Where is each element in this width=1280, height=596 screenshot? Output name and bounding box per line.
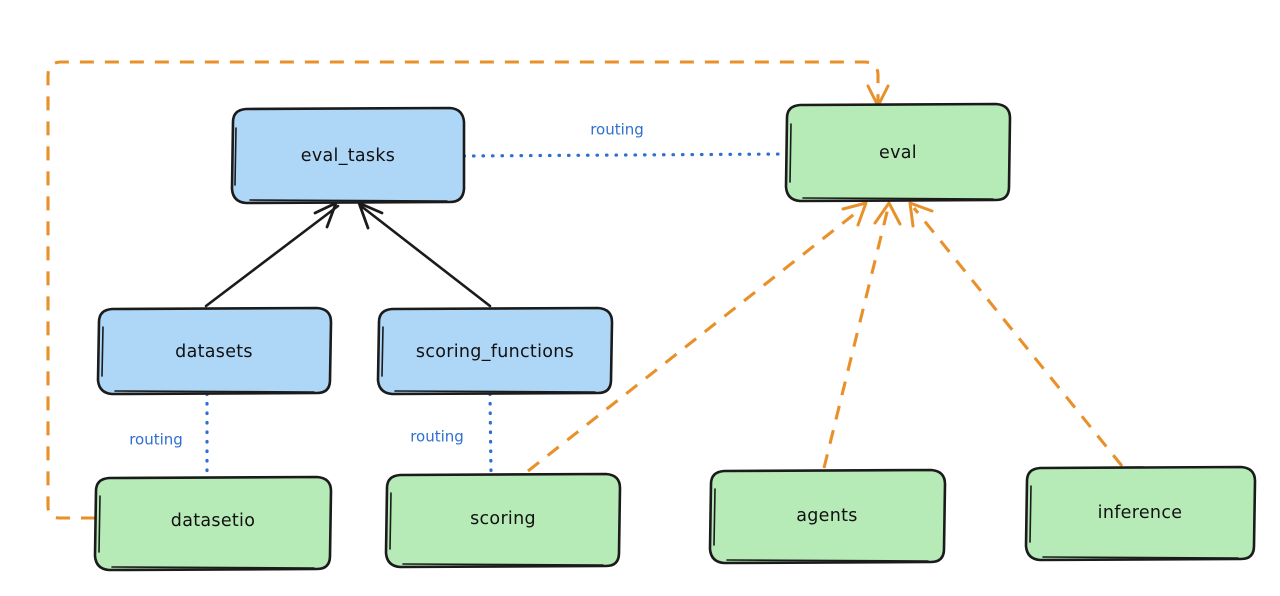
edge-label-routing-top: routing	[590, 121, 644, 139]
node-label-datasets: datasets	[175, 342, 253, 362]
edge-datasets-evaltasks[interactable]	[204, 201, 340, 308]
edge-inference-eval[interactable]	[908, 201, 1124, 467]
node-label-scoring_functions: scoring_functions	[416, 342, 574, 362]
node-scoring_functions[interactable]: scoring_functions	[376, 306, 614, 396]
dependency-edges	[46, 60, 1124, 520]
node-scoring[interactable]: scoring	[384, 472, 622, 569]
node-label-eval: eval	[879, 143, 917, 163]
edge-scoringfunctions-scoring[interactable]	[488, 392, 493, 475]
node-eval[interactable]: eval	[784, 102, 1012, 203]
nodes: eval_tasks eval datasets scor	[93, 102, 1257, 572]
node-eval_tasks[interactable]: eval_tasks	[230, 106, 466, 205]
node-label-datasetio: datasetio	[171, 511, 255, 531]
edge-scoringfunctions-evaltasks[interactable]	[357, 201, 492, 308]
inherit-edges	[204, 201, 492, 308]
edge-label-routing-left: routing	[129, 431, 183, 449]
edge-evaltasks-eval[interactable]	[462, 152, 788, 158]
node-label-inference: inference	[1098, 503, 1183, 523]
routing-edges	[205, 152, 788, 478]
edge-scoring-eval[interactable]	[527, 201, 868, 473]
node-inference[interactable]: inference	[1024, 465, 1257, 562]
node-label-scoring: scoring	[470, 509, 536, 529]
node-datasets[interactable]: datasets	[96, 306, 333, 396]
node-agents[interactable]: agents	[708, 468, 947, 565]
edge-agents-eval[interactable]	[822, 201, 902, 469]
node-datasetio[interactable]: datasetio	[93, 475, 333, 572]
edge-label-routing-middle: routing	[410, 428, 464, 446]
node-label-eval_tasks: eval_tasks	[301, 146, 395, 166]
node-label-agents: agents	[796, 506, 857, 526]
edge-labels: routing routing routing	[129, 121, 644, 449]
